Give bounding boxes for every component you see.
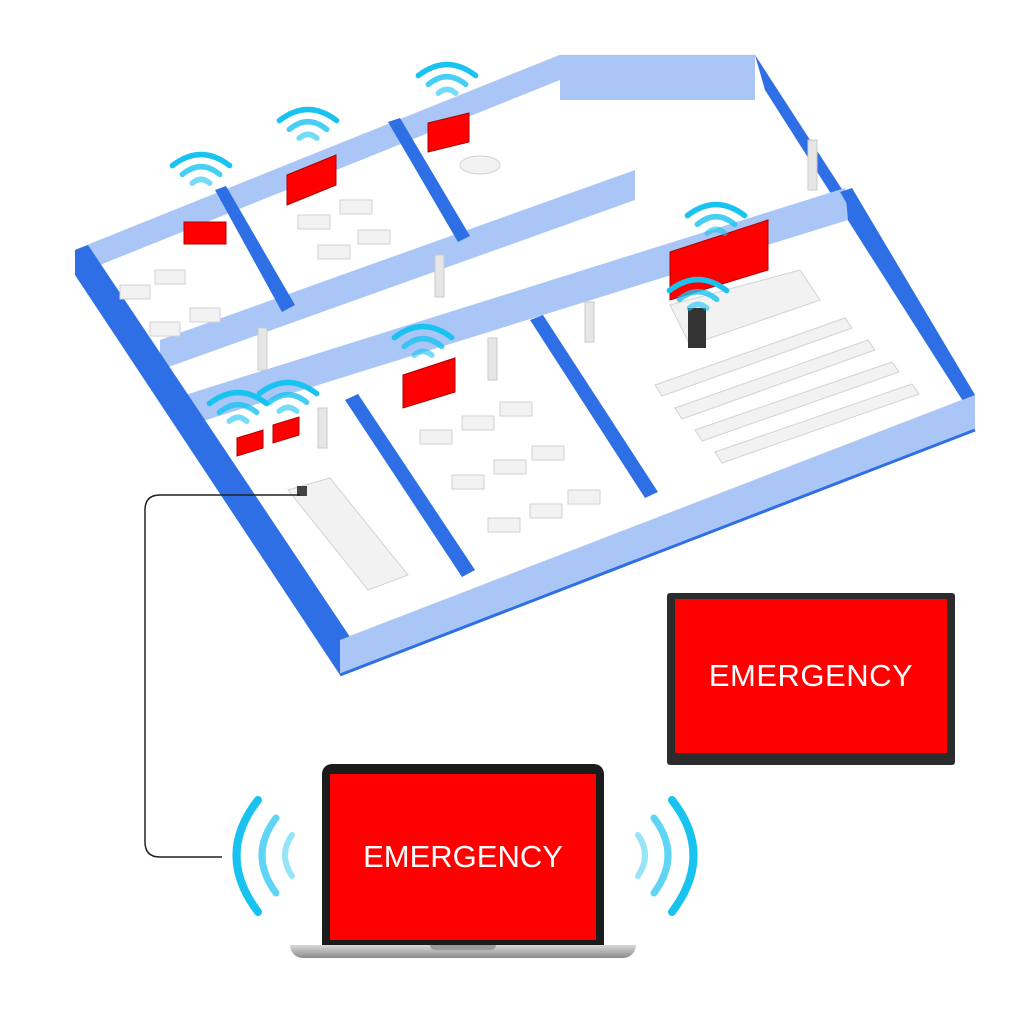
laptop: EMERGENCY [322, 764, 604, 946]
laptop-notch [430, 945, 496, 950]
wifi-icon [172, 155, 229, 184]
laptop-wifi-icon [232, 796, 698, 916]
wifi-icon [418, 65, 475, 94]
monitor-alert-text: EMERGENCY [708, 658, 914, 693]
emergency-display-monitor: EMERGENCY [667, 593, 955, 765]
room-displays [183, 112, 769, 457]
monitor-screen: EMERGENCY [675, 599, 947, 753]
doors [257, 139, 818, 449]
podium [688, 308, 706, 348]
desks [119, 155, 920, 591]
teacher-computer [297, 486, 307, 496]
wifi-icon [279, 110, 336, 139]
laptop-alert-text: EMERGENCY [363, 839, 563, 874]
laptop-screen: EMERGENCY [330, 774, 596, 940]
laptop-base [290, 945, 636, 958]
network-cable [144, 494, 300, 858]
